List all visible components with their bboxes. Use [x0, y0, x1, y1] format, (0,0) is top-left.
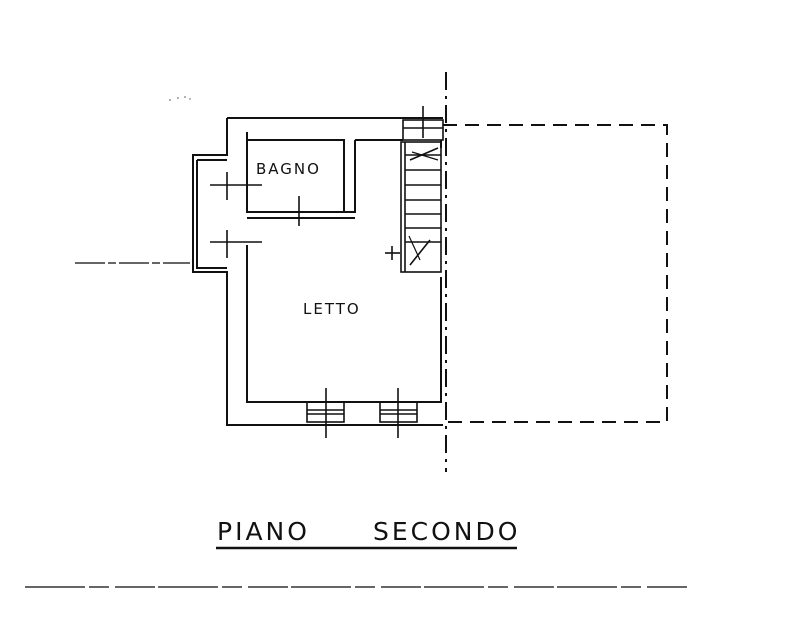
room-label-bathroom: BAGNO	[256, 160, 321, 178]
room-label-bedroom: LETTO	[303, 300, 361, 318]
stair-top	[402, 106, 444, 141]
bathroom-walls	[246, 139, 403, 219]
specks	[169, 96, 191, 101]
floor-title-word2: SECONDO	[373, 517, 520, 546]
bottom-windows	[306, 388, 418, 438]
staircase	[385, 141, 442, 273]
floor-title-word1: PIANO	[217, 517, 310, 546]
outer-walls	[192, 117, 443, 426]
dashed-adjacent-area	[443, 124, 668, 423]
left-openings	[210, 172, 300, 258]
